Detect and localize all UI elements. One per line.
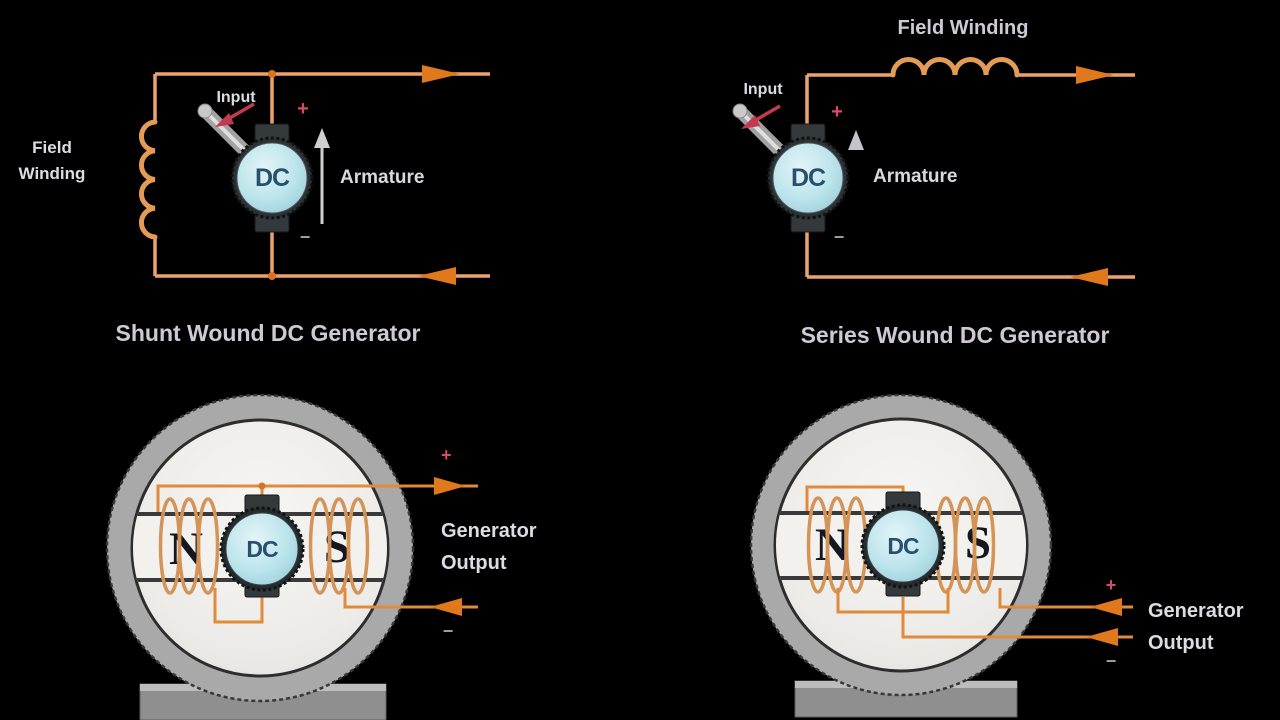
output-arrow-positive-icon [434,477,466,495]
field-coil-right [308,497,370,595]
ring-teeth [766,136,850,220]
output-arrow-negative-icon [1086,628,1118,646]
minus-sign: − [834,227,845,247]
input-arrow [227,102,255,121]
minus-sign: − [443,621,454,641]
series-motor: N S DC + Generator Output − [749,393,1244,718]
machine-body [236,142,308,214]
junction-dot [258,482,266,490]
input-arrowhead-icon [741,115,760,129]
field-winding-coil [138,119,158,240]
input-label: Input [743,81,783,98]
series-circuit-title: Series Wound DC Generator [801,322,1110,348]
series-link-wire [836,588,950,614]
rotor: DC [860,491,946,597]
rotor-body [225,512,299,586]
current-arrow-right-icon [1076,66,1114,84]
field-coil-left [158,497,220,595]
dc-label: DC [255,164,290,192]
generator-output-label-line1: Generator [1148,600,1244,622]
field-winding-label-line2: Winding [19,164,86,183]
current-arrow-left-icon [1070,268,1108,286]
south-pole-label: S [965,517,991,569]
shunt-motor: N S DC + Generator Output − [105,393,537,720]
field-winding-coil [890,57,1020,78]
output-wire-positive [156,484,478,512]
plus-sign: + [1106,575,1117,595]
machine-body [772,142,844,214]
shunt-circuit: DC Input + Armature − Field Winding Shun… [19,65,490,346]
rotor: DC [219,494,305,598]
shaft-highlight [737,108,781,152]
generator-output-label-line2: Output [1148,632,1214,654]
input-label: Input [216,89,256,106]
generator-output-label-line1: Generator [441,520,537,542]
input-arrowhead-icon [215,113,234,127]
ring-teeth [230,136,314,220]
output-wire-negative [901,597,1133,639]
input-arrow [753,104,781,123]
north-pole-label: N [815,519,849,571]
junction-dot [268,272,276,280]
shaft-highlight [202,108,246,152]
armature-arrowhead-icon [848,130,864,150]
armature-arrowhead-icon [314,128,330,148]
generator-output-label-line2: Output [441,552,507,574]
dc-machine: DC [197,103,314,233]
current-arrow-right-icon [422,65,460,83]
output-wire-positive [998,588,1133,609]
series-circuit: Field Winding DC Input + Armature − Seri… [732,17,1135,348]
field-winding-label-line1: Field [32,138,72,157]
field-winding-label: Field Winding [898,17,1029,39]
current-arrow-left-icon [418,267,456,285]
shaft-end [197,103,213,119]
shunt-circuit-title: Shunt Wound DC Generator [116,320,421,346]
minus-sign: − [300,227,311,247]
ring-teeth [219,506,305,592]
dc-label: DC [791,164,826,192]
armature-label: Armature [873,166,957,187]
plus-sign: + [297,98,309,120]
dc-machine: DC [732,103,850,233]
armature-label: Armature [340,167,424,188]
rotor-bottom-wire [213,588,264,624]
output-arrow-negative-icon [430,598,462,616]
dc-label: DC [246,536,278,562]
rotor-body [866,509,940,583]
ring-teeth [860,503,946,589]
minus-sign: − [1106,651,1117,671]
output-arrow-positive-icon [1090,598,1122,616]
plus-sign: + [441,445,452,465]
junction-dot [268,70,276,78]
shaft-end [732,103,748,119]
plus-sign: + [831,101,843,123]
dc-label: DC [887,533,919,559]
